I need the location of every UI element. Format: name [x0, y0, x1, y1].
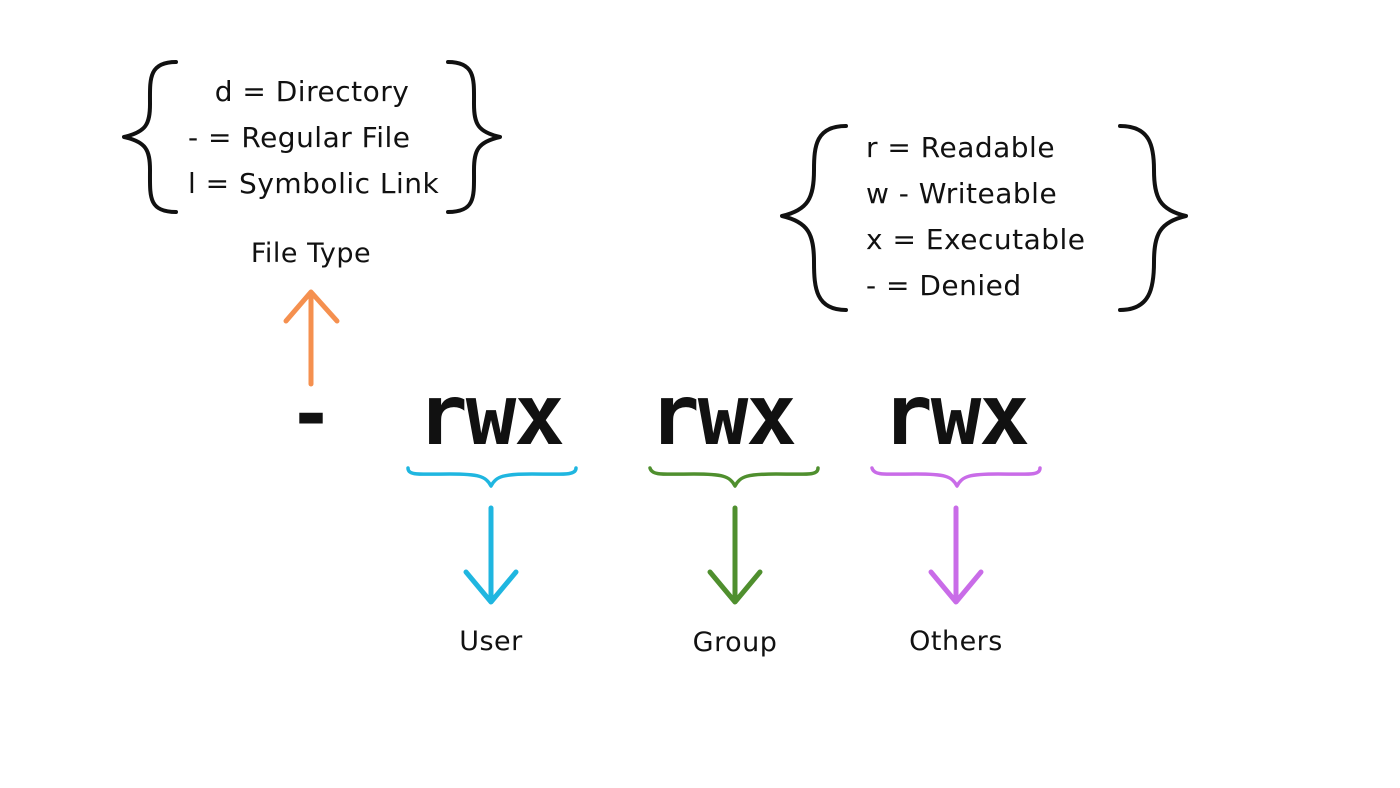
permission-item-executable: x = Executable — [866, 223, 1086, 256]
file-type-arrow-head — [283, 289, 340, 324]
file-type-left-brace — [122, 60, 178, 214]
group-label: Group — [693, 627, 778, 658]
permission-left-brace — [780, 124, 848, 312]
permission-item-denied: - = Denied — [866, 269, 1022, 302]
file-type-label: File Type — [251, 238, 371, 269]
others-underbrace — [870, 466, 1042, 488]
others-label: Others — [909, 626, 1003, 657]
file-type-item-regular-file: - = Regular File — [188, 121, 411, 154]
permission-item-readable: r = Readable — [866, 131, 1055, 164]
file-type-arrow — [283, 289, 340, 387]
permission-item-writeable: w - Writeable — [866, 177, 1057, 210]
group-permission-triplet: rwx — [649, 366, 795, 464]
file-type-char: - — [288, 369, 334, 458]
user-underbrace — [406, 466, 578, 488]
user-permission-triplet: rwx — [417, 366, 563, 464]
others-arrow-head — [928, 569, 984, 605]
group-underbrace — [648, 466, 820, 488]
file-type-item-symbolic-link: l = Symbolic Link — [188, 167, 440, 200]
others-permission-triplet: rwx — [882, 366, 1028, 464]
others-class: Others — [870, 466, 1042, 657]
group-class: Group — [648, 466, 820, 658]
user-arrow-head — [463, 569, 519, 605]
permission-right-brace — [1118, 124, 1188, 312]
group-arrow-head — [707, 569, 763, 605]
permission-legend: r = Readable w - Writeable x = Executabl… — [780, 124, 1188, 312]
user-class: User — [406, 466, 578, 657]
user-label: User — [459, 626, 523, 657]
file-type-right-brace — [446, 60, 502, 214]
file-type-item-directory: d = Directory — [215, 75, 410, 108]
file-type-legend: d = Directory - = Regular File l = Symbo… — [122, 60, 502, 269]
permission-string: - rwx rwx rwx — [288, 366, 1030, 464]
